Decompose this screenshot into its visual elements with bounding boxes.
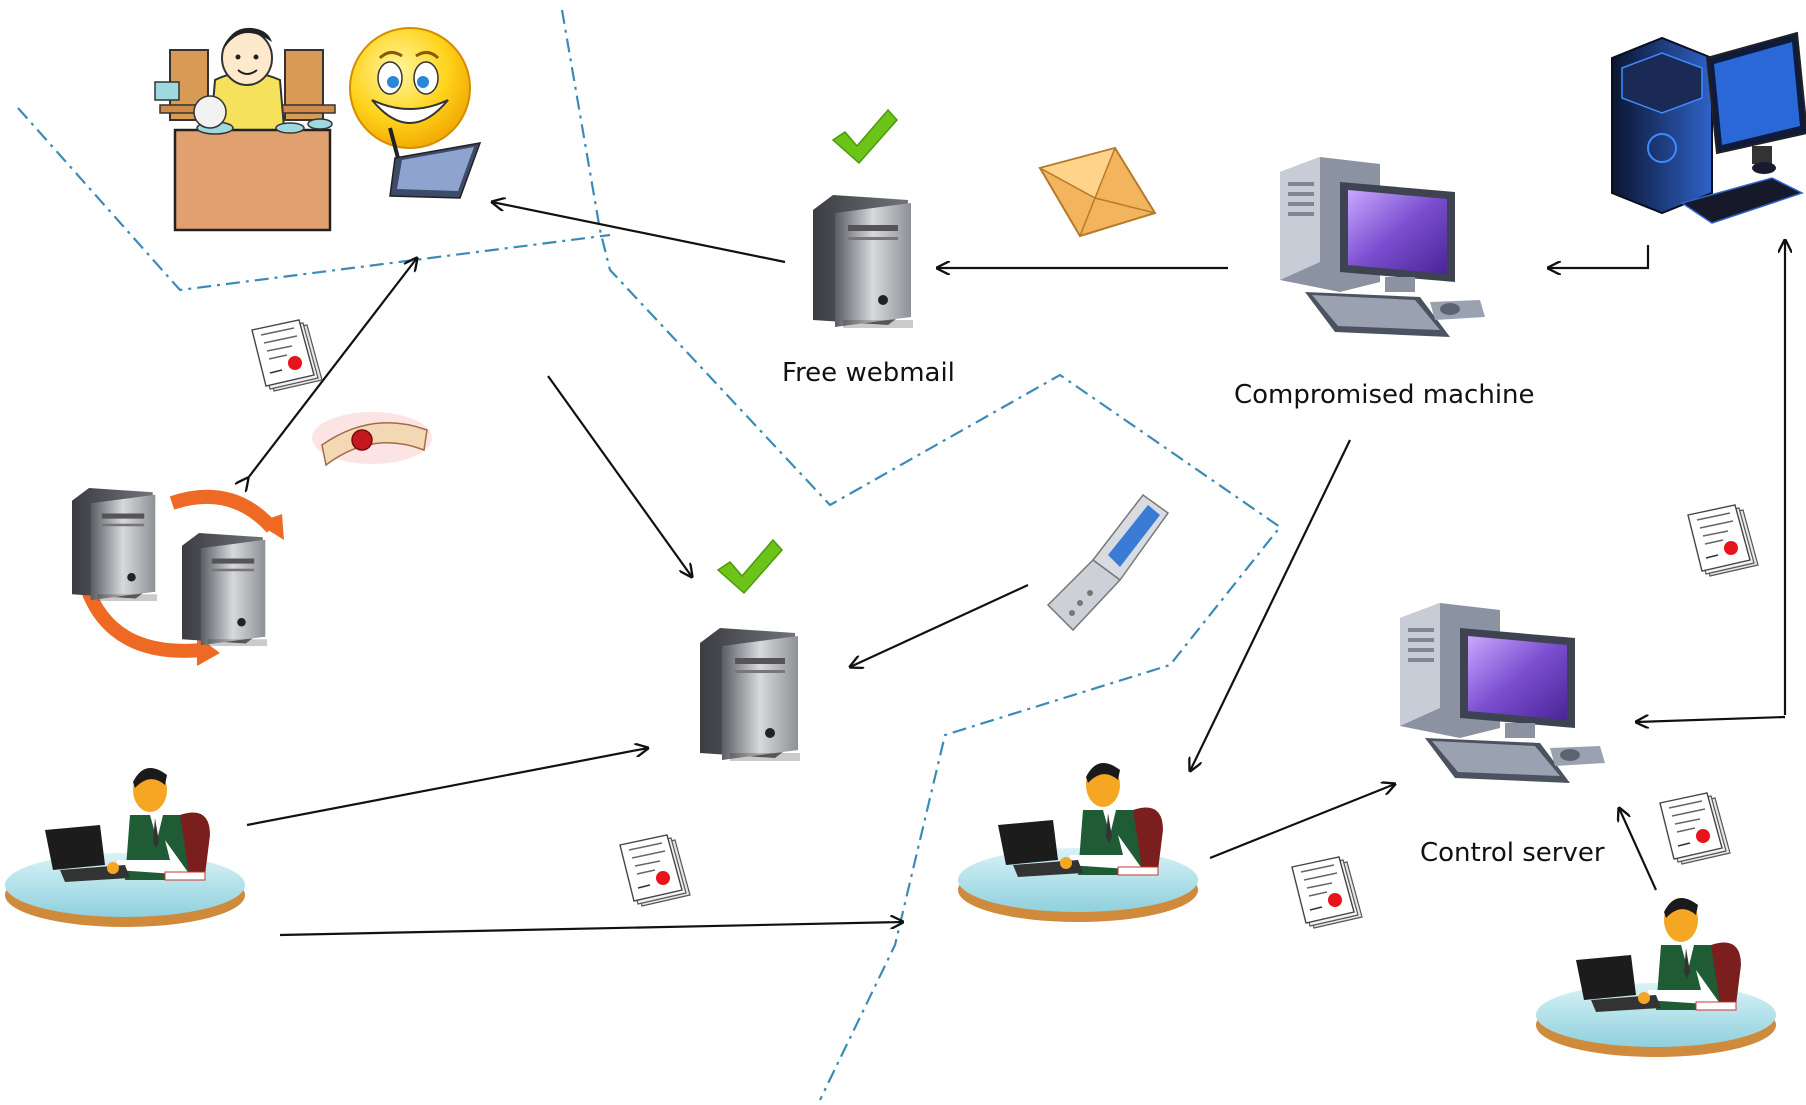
label-compromised-machine: Compromised machine [1234,380,1535,410]
arrow-operator-right-to-control-server [1619,808,1658,891]
smiley-laptop-icon [349,27,482,199]
central-server-icon [700,628,800,761]
document-icon [251,319,323,392]
document-icon [1687,504,1759,577]
arrow-operator-left-to-central-server [246,748,648,827]
arrow-webmail-to-smiley [492,202,786,264]
arrow-to-central-server [547,375,692,577]
arrow-compromised-to-operator-mid [1190,439,1351,771]
label-control-server: Control server [1420,838,1605,868]
scroll-icon [312,412,432,467]
server-sync-icon [72,488,284,666]
arrow-sync-smiley-bidirectional [248,258,417,478]
checkmark-icon [717,539,783,594]
label-free-webmail: Free webmail [782,358,955,388]
flip-phone-icon [1046,493,1170,632]
arrow-operator-left-to-operator-mid [279,922,903,937]
arrow-gaming-pc-to-compromised [1548,245,1650,268]
zone-boundaries [17,9,1282,1101]
document-icon [1659,792,1731,865]
webmail-server-icon [813,195,913,328]
document-icon [619,834,691,907]
boundary-top-left [17,107,611,292]
internet-cafe-attendant-icon [154,27,336,232]
compromised-machine-icon [1280,157,1485,337]
operator-right-icon [1535,897,1777,1058]
boundary-top-middle [560,9,1282,1101]
envelope-icon [1037,146,1157,238]
operator-left-icon [4,767,246,928]
flow-arrows [246,202,1786,937]
operator-mid-icon [957,762,1199,923]
gaming-pc-icon [1611,31,1806,224]
control-server-icon [1400,603,1605,783]
arrow-operator-mid-to-control-server [1209,784,1395,860]
arrow-phone-to-central-server [850,584,1029,667]
checkmark-icon [832,109,898,164]
document-icon [1291,856,1363,929]
arrow-vertical-to-control-server [1636,717,1786,722]
